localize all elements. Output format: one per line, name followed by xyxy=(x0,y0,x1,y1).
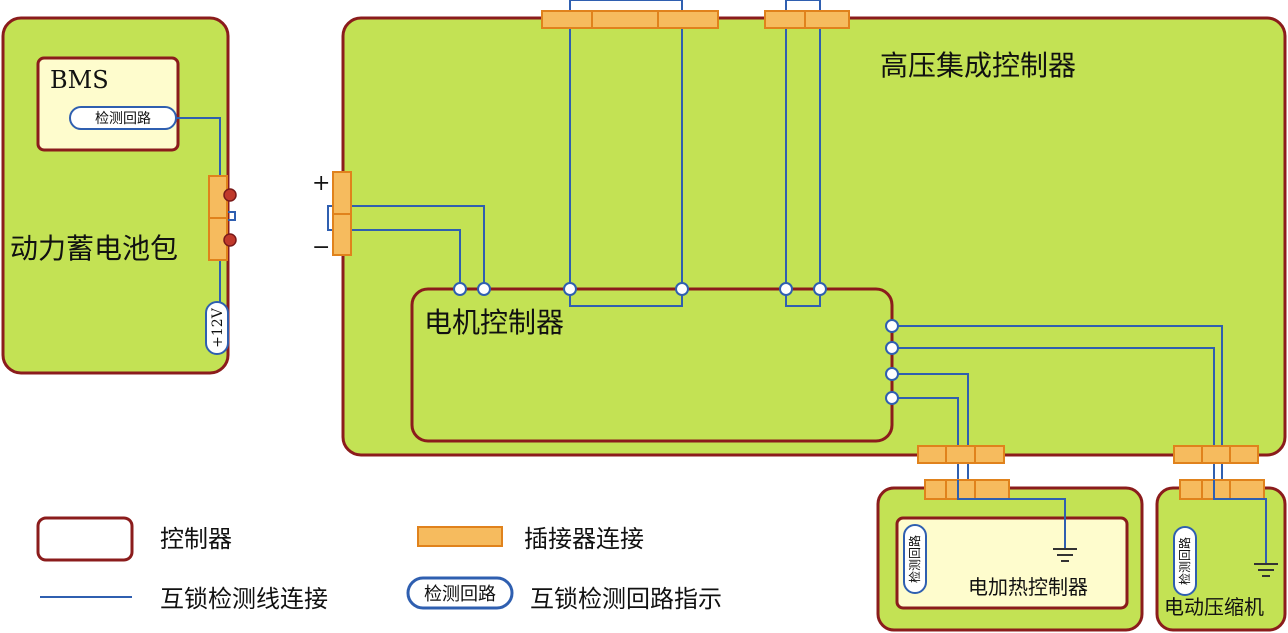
plus-12v-text: +12V xyxy=(210,307,226,348)
compressor-connector-lower-split xyxy=(1201,480,1231,499)
legend-connector-swatch xyxy=(417,526,503,547)
bms-detect-loop-text: 检测回路 xyxy=(95,111,151,127)
bms-label: BMS xyxy=(50,66,109,94)
node-right-1 xyxy=(885,319,899,333)
legend-controller-label: 控制器 xyxy=(160,525,232,553)
legend-loop-indicator-label: 互锁检测回路指示 xyxy=(530,585,722,613)
heater-detect-loop-pill xyxy=(903,524,927,594)
legend-pill-text: 检测回路 xyxy=(424,584,496,605)
plus-12v-pill xyxy=(205,301,229,355)
node-top-a-1 xyxy=(563,282,577,296)
electric-heater-controller-block xyxy=(895,516,1129,610)
node-top-b-1 xyxy=(779,282,793,296)
compressor-connector-upper-split xyxy=(1201,446,1231,463)
node-top-b-2 xyxy=(813,282,827,296)
compressor-connector-upper xyxy=(1173,445,1259,464)
node-hv-input-2 xyxy=(477,282,491,296)
plus-terminal: + xyxy=(312,171,330,196)
top-connector-a-bottom xyxy=(569,289,683,307)
compressor-connector-lower xyxy=(1179,479,1265,500)
electric-compressor-label: 电动压缩机 xyxy=(1164,595,1264,619)
motor-controller-label: 电机控制器 xyxy=(424,306,564,339)
legend-pill-swatch xyxy=(406,576,514,610)
hv-integrated-controller-label: 高压集成控制器 xyxy=(880,49,1076,82)
motor-controller-block xyxy=(410,287,894,443)
compressor-ground-icon xyxy=(1254,563,1278,577)
battery-pack-label: 动力蓄电池包 xyxy=(10,232,178,265)
top-connector-a xyxy=(541,10,719,29)
top-connector-b-bottom xyxy=(785,289,821,307)
legend-connector-label: 插接器连接 xyxy=(524,525,644,553)
compressor-detect-loop-pill xyxy=(1173,526,1197,596)
node-top-a-2 xyxy=(675,282,689,296)
compressor-interlock-wire-2 xyxy=(892,347,1215,480)
legend-wire-label: 互锁检测线连接 xyxy=(160,585,328,613)
heater-ground-wire xyxy=(957,480,1066,548)
top-connector-a-split xyxy=(591,11,659,28)
legend-controller-swatch xyxy=(36,516,134,562)
top-connector-b-wire xyxy=(785,0,821,289)
top-connector-a-wire xyxy=(569,0,683,289)
compressor-ground-wire xyxy=(1213,480,1267,563)
minus-terminal: − xyxy=(312,235,330,260)
electric-heater-controller-label: 电加热控制器 xyxy=(968,575,1088,599)
heater-connector-upper xyxy=(917,445,1005,464)
heater-detect-loop-text: 检测回路 xyxy=(907,535,922,583)
node-hv-input-1 xyxy=(453,282,467,296)
heater-ground-icon xyxy=(1053,548,1077,562)
top-connector-b xyxy=(764,10,850,29)
heater-connector-lower xyxy=(924,479,1010,500)
compressor-detect-loop-text: 检测回路 xyxy=(1177,537,1192,585)
hv-input-interlock-wire xyxy=(327,205,485,289)
heater-connector-lower-split xyxy=(945,480,976,499)
node-right-2 xyxy=(885,341,899,355)
battery-terminal-upper xyxy=(223,188,237,202)
node-right-4 xyxy=(885,391,899,405)
heater-connector-upper-split xyxy=(945,446,976,463)
battery-terminal-lower xyxy=(223,233,237,247)
node-right-3 xyxy=(885,367,899,381)
